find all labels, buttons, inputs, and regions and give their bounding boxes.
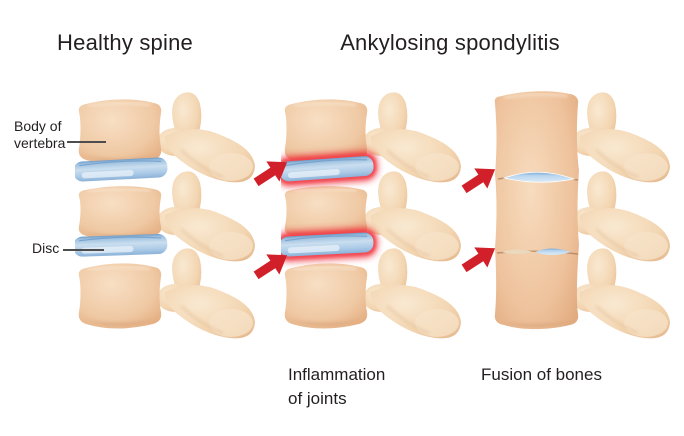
vertebra-body (79, 263, 161, 328)
healthy-spine-title: Healthy spine (57, 30, 193, 55)
fused-spine-illustration (494, 91, 684, 356)
fusion-caption: Fusion of bones (481, 365, 602, 384)
vertebra-process (363, 171, 461, 261)
ankylosing-spondylitis-title: Ankylosing spondylitis (340, 30, 560, 55)
vertebra-process (572, 248, 670, 338)
vertebra-process (157, 248, 255, 338)
vertebra-process (572, 92, 670, 182)
inflamed-disc (281, 227, 378, 262)
vertebra-body (285, 263, 367, 328)
healthy-disc (75, 233, 169, 258)
inflammation-caption-line2: of joints (288, 389, 347, 408)
vertebra-body (79, 99, 161, 164)
inflamed-spine-illustration (281, 88, 471, 358)
inflammation-caption-line1: Inflammation (288, 365, 386, 384)
fused-disc-remnant (502, 171, 576, 183)
vertebra-process (572, 171, 670, 261)
healthy-spine-illustration (75, 88, 265, 358)
fused-disc-remnant (535, 248, 571, 255)
body-of-vertebra-label-line2: vertebra (14, 135, 66, 151)
vertebra-process (157, 171, 255, 261)
disc-leader-line (63, 249, 104, 251)
vertebra-process (363, 92, 461, 182)
fused-vertebral-column (494, 91, 579, 330)
body-of-vertebra-label-line1: Body of (14, 118, 62, 134)
vertebra-process (157, 92, 255, 182)
disc-label: Disc (32, 240, 60, 256)
vertebra-process (363, 248, 461, 338)
vertebra-body (79, 186, 161, 239)
body-of-vertebra-label: Body of vertebra (14, 118, 65, 152)
fused-disc-remnant-tan (502, 249, 533, 254)
body-of-vertebra-leader-line (67, 141, 106, 143)
inflammation-caption: Inflammation of joints (288, 363, 385, 411)
